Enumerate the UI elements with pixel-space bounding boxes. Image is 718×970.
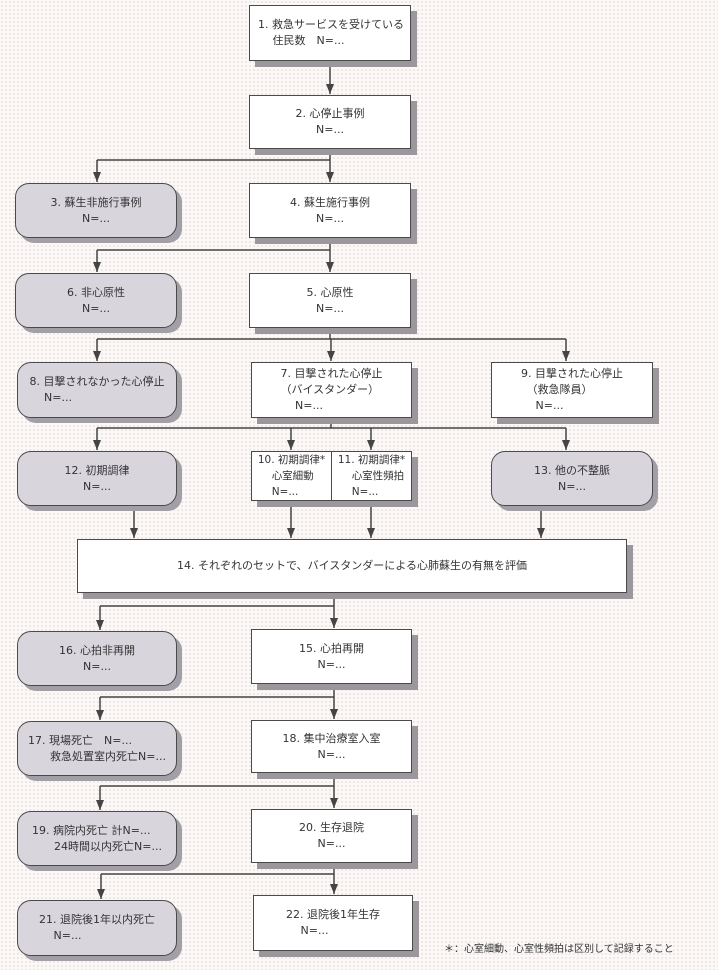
node-number: 19. [32, 823, 50, 837]
node-19-in-hospital-death: 19. 病院内死亡 計N=... 24時間以内死亡N=... [17, 811, 177, 866]
node-sublabel: 24時間以内死亡N=... [54, 839, 162, 853]
node-number: 12. [64, 463, 83, 477]
node-count: N=... [317, 837, 346, 850]
node-20-survival-to-discharge: 20. 生存退院 N=... [251, 809, 412, 863]
node-2-cardiac-arrest: 2. 心停止事例 N=... [249, 95, 411, 149]
node-count: N=... [316, 123, 344, 136]
node-label: 退院後1年生存 [307, 908, 380, 921]
node-number: 1. [258, 18, 269, 31]
node-number: 10. [257, 454, 275, 466]
node-13-other-arrhythmia: 13. 他の不整脈 N=... [491, 451, 653, 506]
node-count: N=... [316, 211, 344, 225]
node-number: 14. [177, 559, 195, 572]
node-22-survival-1yr: 22. 退院後1年生存 N=... [253, 895, 413, 951]
node-number: 18. [282, 731, 301, 745]
node-8-unwitnessed-arrest: 8. 目撃されなかった心停止 N=... [17, 362, 177, 418]
node-label: 心拍非再開 [80, 643, 135, 657]
node-number: 16. [59, 643, 77, 657]
node-label: 心拍再開 [320, 641, 364, 655]
node-count: N=... [83, 479, 111, 493]
node-12-initial-rhythm: 12. 初期調律 N=... [17, 451, 177, 506]
node-label: 非心原性 [81, 285, 125, 299]
node-number: 22. [286, 908, 304, 921]
node-count: N=... [535, 399, 564, 412]
node-number: 3. [50, 195, 62, 209]
node-label: 初期調律 [85, 463, 130, 477]
node-label: 目撃された心停止 [535, 367, 623, 380]
node-sublabel: 心室細動 [271, 470, 314, 482]
node-21-death-within-1yr: 21. 退院後1年以内死亡 N=... [17, 900, 177, 956]
node-sublabel: 心室性頻拍 [351, 470, 405, 482]
node-label: 初期調律* [277, 454, 326, 466]
node-count: N=... [316, 301, 344, 315]
node-14-bystander-cpr-evaluation: 14. それぞれのセットで、バイスタンダーによる心肺蘇生の有無を評価 [77, 539, 627, 593]
node-1-population-served: 1. 救急サービスを受けている 住民数 N=... [249, 5, 411, 61]
node-7-witnessed-by-bystander: 7. 目撃された心停止 （バイスタンダー） N=... [251, 362, 412, 418]
node-label: 目撃された心停止 [294, 367, 383, 380]
node-4-resuscitation-attempted: 4. 蘇生施行事例 N=... [249, 183, 411, 238]
node-count: N=... [271, 486, 299, 498]
node-label: 心原性 [320, 285, 354, 299]
node-count: N=... [44, 391, 72, 404]
node-label: それぞれのセットで、バイスタンダーによる心肺蘇生の有無を評価 [198, 559, 527, 572]
node-17-death-on-scene-or-er: 17. 現場死亡 N=... 救急処置室内死亡N=... [17, 721, 177, 776]
node-18-icu-admission: 18. 集中治療室入室 N=... [251, 720, 412, 773]
node-number: 2. [295, 107, 307, 120]
node-count: 住民数 N=... [272, 34, 345, 47]
node-label: 退院後1年以内死亡 [60, 913, 155, 926]
node-number: 5. [306, 285, 318, 299]
node-15-rosc: 15. 心拍再開 N=... [251, 629, 412, 684]
node-label: 救急サービスを受けている [272, 18, 404, 31]
node-label: 蘇生非施行事例 [64, 195, 142, 209]
node-number: 11. [337, 454, 355, 466]
node-number: 17. [28, 733, 46, 747]
node-5-cardiac-origin: 5. 心原性 N=... [249, 273, 411, 328]
node-label: 生存退院 [320, 821, 364, 834]
node-number: 20. [299, 821, 317, 834]
node-label: 病院内死亡 計N=... [53, 823, 151, 837]
node-count: N=... [295, 399, 323, 412]
node-label: 現場死亡 N=... [49, 733, 132, 747]
node-3-resuscitation-not-attempted: 3. 蘇生非施行事例 N=... [15, 183, 177, 238]
node-count: N=... [300, 924, 329, 937]
node-number: 15. [299, 641, 317, 655]
node-count: N=... [351, 486, 379, 498]
node-6-non-cardiac: 6. 非心原性 N=... [15, 273, 177, 328]
node-count: N=... [82, 211, 110, 225]
node-count: N=... [83, 659, 111, 673]
node-label: 集中治療室入室 [303, 731, 381, 745]
node-sublabel: （救急隊員） [532, 383, 593, 396]
node-number: 13. [534, 463, 552, 477]
node-count: N=... [317, 657, 346, 671]
node-9-witnessed-by-ems: 9. 目撃された心停止 （救急隊員） N=... [491, 362, 653, 418]
node-number: 6. [67, 285, 78, 299]
node-count: N=... [53, 929, 82, 942]
node-count: N=... [317, 747, 346, 761]
node-number: 21. [39, 913, 57, 926]
node-label: 目撃されなかった心停止 [43, 375, 165, 388]
node-10-ventricular-fibrillation: 10. 初期調律* 心室細動 N=... [252, 452, 331, 500]
node-count: N=... [558, 479, 586, 493]
node-16-no-rosc: 16. 心拍非再開 N=... [17, 631, 177, 686]
node-count: N=... [82, 301, 110, 315]
node-number: 9. [521, 367, 532, 380]
node-label: 蘇生施行事例 [304, 195, 370, 209]
node-label: 他の不整脈 [555, 463, 610, 477]
node-11-ventricular-tachycardia: 11. 初期調律* 心室性頻拍 N=... [331, 452, 411, 500]
node-number: 8. [29, 375, 41, 388]
node-number: 4. [290, 195, 301, 209]
node-10-11-initial-rhythm-vf-vt: 10. 初期調律* 心室細動 N=... 11. 初期調律* 心室性頻拍 N=.… [251, 451, 412, 501]
node-sublabel: （バイスタンダー） [280, 383, 380, 396]
node-label: 初期調律* [357, 454, 406, 466]
node-label: 心停止事例 [309, 107, 365, 120]
node-sublabel: 救急処置室内死亡N=... [50, 749, 166, 763]
node-number: 7. [280, 367, 292, 380]
footnote: ＊：心室細動、心室性頻拍は区別して記録すること [444, 944, 674, 955]
